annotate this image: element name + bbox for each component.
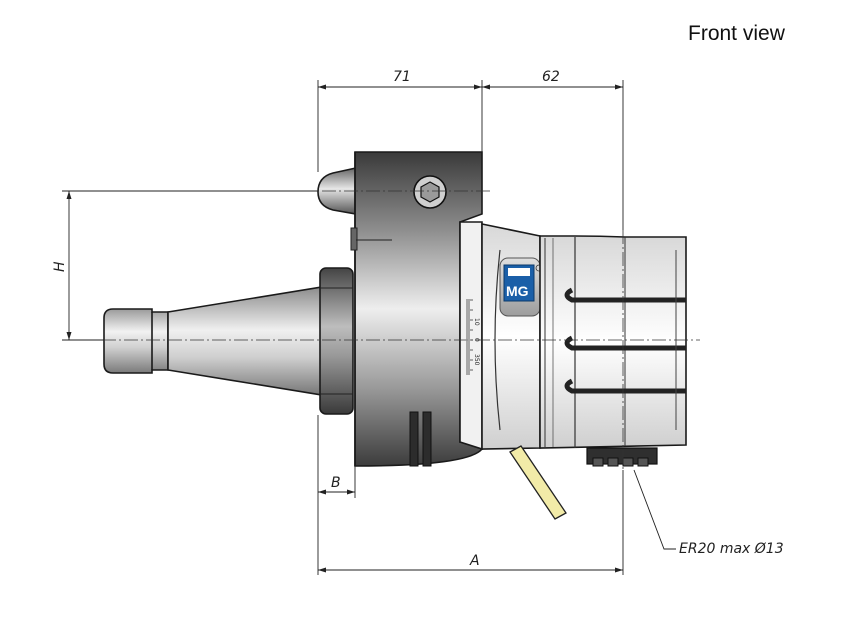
dim-62: 62 <box>542 69 560 85</box>
dim-a: A <box>469 553 480 569</box>
coolant-nozzle <box>509 445 567 520</box>
body-slot <box>422 411 432 467</box>
head-groove <box>564 287 686 303</box>
dim-h: H <box>52 261 68 272</box>
locating-pin <box>317 167 357 215</box>
dial-label: 10 <box>473 318 480 326</box>
shank <box>103 308 169 374</box>
head-section <box>539 235 687 449</box>
head-groove <box>564 335 686 351</box>
collet-callout: ER20 max Ø13 <box>679 541 784 557</box>
view-title: Front view <box>688 22 785 45</box>
dimension-lines <box>62 80 676 575</box>
body-slot <box>409 411 419 467</box>
logo-text: MG <box>506 283 529 299</box>
dial-housing <box>459 221 483 451</box>
dim-71: 71 <box>393 69 411 85</box>
tool-body: 10 0 350 MG <box>103 151 687 520</box>
head-groove <box>564 378 686 394</box>
dim-b: B <box>331 475 341 491</box>
flange <box>319 267 354 415</box>
taper-cone <box>167 286 323 396</box>
angle-scale <box>466 299 473 375</box>
dial-label: 350 <box>473 354 480 366</box>
